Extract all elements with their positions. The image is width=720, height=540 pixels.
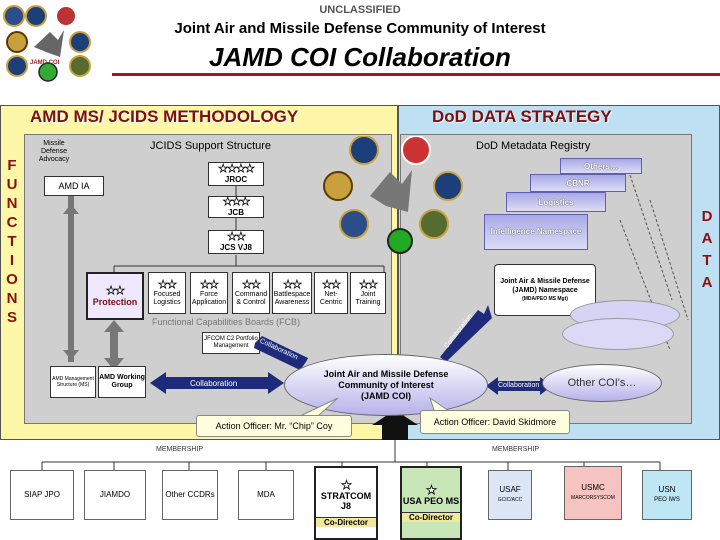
amd-ia-box: AMD IA (44, 176, 104, 196)
two-star-icon: ★★ (106, 284, 126, 297)
fcb-battlespace-awareness: ★★ Battlespace Awareness (272, 272, 312, 314)
action-officer-right: Action Officer: David Skidmore (420, 410, 570, 434)
fcb-label: Functional Capabilities Boards (FCB) (152, 317, 301, 327)
star-icon: ★ (341, 477, 353, 492)
amd-wg-box: AMD Working Group (98, 366, 146, 398)
page-title: JAMD COI Collaboration (209, 42, 511, 72)
star-icon: ★ (426, 482, 438, 497)
member-stratcom-j8: ★ STRATCOM J8 Co-Director (314, 466, 378, 540)
jamd-coi-oval: Joint Air and Missile Defense Community … (284, 354, 488, 416)
header-divider (112, 73, 720, 76)
registry-title: DoD Metadata Registry (476, 140, 591, 152)
jcb-box: ★★★ JCB (208, 196, 264, 218)
membership-label-right: MEMBERSHIP (492, 446, 540, 453)
logo-text: JAMD COI (30, 60, 60, 66)
two-star-icon: ★★ (227, 231, 247, 243)
left-panel-title: AMD MS/ JCIDS METHODOLOGY (30, 107, 299, 126)
namespace-logistics: Logistics (506, 192, 606, 212)
fcb-command-control: ★★ Command & Control (232, 272, 270, 314)
member-mda: MDA (238, 470, 294, 520)
member-usn: USN PEO IWS (642, 470, 692, 520)
two-star-icon: ★★ (158, 278, 178, 291)
jfcom-box: JFCOM C2 Portfolio Management (202, 332, 260, 354)
namespace-cbnr: CBNR (530, 174, 626, 192)
seals-cluster (2, 2, 112, 84)
namespace-others: Others… (560, 158, 642, 174)
member-usaf: USAF GCIC/ACC (488, 470, 532, 520)
two-star-icon: ★★ (200, 278, 220, 291)
two-star-icon: ★★ (322, 278, 342, 291)
page-subtitle: Joint Air and Missile Defense Community … (174, 20, 546, 37)
classification-banner: UNCLASSIFIED (319, 4, 401, 16)
member-siap-jpo: SIAP JPO (10, 470, 74, 520)
jcids-title: JCIDS Support Structure (150, 140, 272, 152)
three-star-icon: ★★★ (222, 196, 250, 208)
membership-label-left: MEMBERSHIP (156, 446, 204, 453)
dod-seals (323, 136, 463, 254)
two-star-icon: ★★ (283, 278, 303, 291)
fcb-joint-training: ★★ Joint Training (350, 272, 386, 314)
two-star-icon: ★★ (242, 278, 262, 291)
collab-left-label: Collaboration (190, 379, 238, 388)
right-panel-title: DoD DATA STRATEGY (432, 107, 612, 126)
action-officer-left: Action Officer: Mr. “Chip” Coy (196, 415, 352, 437)
other-cois-oval: Other COI's… (542, 364, 662, 402)
collab-right-label: Collaboration (498, 382, 540, 389)
fcb-protection: ★★ Protection (86, 272, 144, 320)
mda-label: Missile Defense Advocacy (38, 140, 70, 163)
member-other-ccdrs: Other CCDRs (162, 470, 218, 520)
member-usmc: USMC MARCORSYSCOM (564, 466, 622, 520)
other-coi-stack-2 (562, 318, 674, 350)
two-star-icon: ★★ (359, 278, 379, 291)
amd-ms-box: AMD Management Structure (MS) (50, 366, 96, 398)
four-star-icon: ★★★★ (218, 163, 255, 175)
jcs-vj8-box: ★★ JCS VJ8 (208, 230, 264, 254)
member-usa-peo-ms: ★ USA PEO MS Co-Director (400, 466, 462, 540)
fcb-force-application: ★★ Force Application (190, 272, 228, 314)
fcb-net-centric: ★★ Net-Centric (314, 272, 348, 314)
jroc-box: ★★★★ JROC (208, 162, 264, 186)
namespace-intelligence: Intelligence Namespace (484, 214, 588, 250)
member-jiamdo: JIAMDO (84, 470, 146, 520)
fcb-focused-logistics: ★★ Focused Logistics (148, 272, 186, 314)
